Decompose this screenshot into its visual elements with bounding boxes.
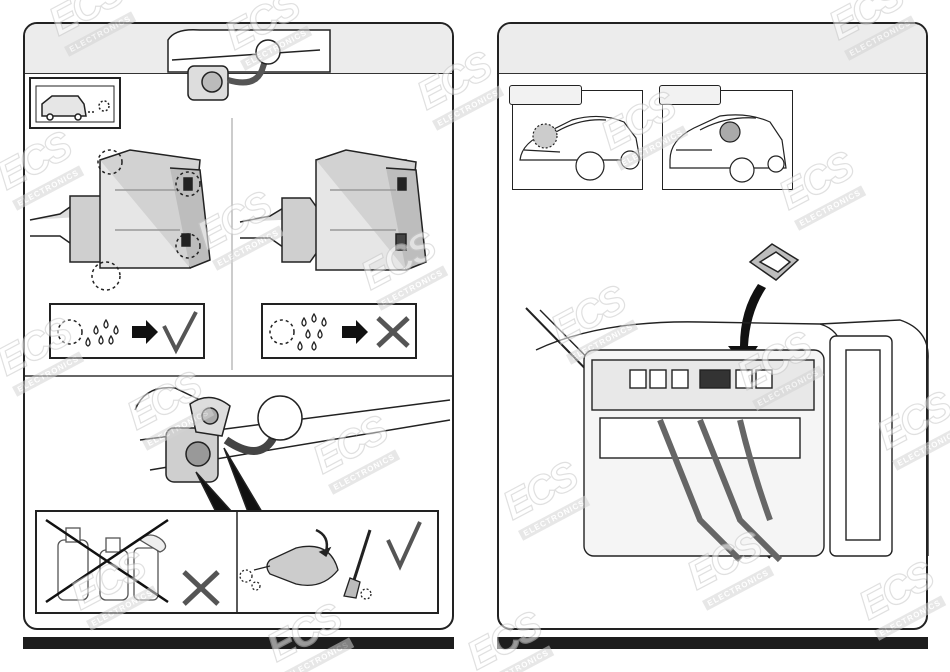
cross-mark-icon [376,316,410,348]
brush-icon [343,529,372,600]
vehicle-variant-1-tab [509,85,582,105]
fuse-box-engine-bay [525,307,929,563]
right-page-footer-bar [497,637,928,649]
vehicle-2-drawing [669,114,787,183]
vehicle-1-drawing [519,115,641,181]
air-blower-icon [239,528,339,591]
socket-drain-closed-drawing [239,149,427,271]
car-exhaust-icon [29,77,121,129]
cross-mark-icon [182,570,220,606]
right-arrow-icon [342,320,368,344]
water-drops-icon [297,312,327,351]
check-mark-icon [386,521,422,571]
check-mark-icon [162,311,198,355]
water-drops-icon [85,318,119,347]
socket-drain-open-drawing [29,149,211,291]
insert-arrow-icon [728,284,766,366]
right-arrow-icon [132,320,158,344]
fuse-relay-part [748,243,800,281]
vehicle-variant-2-tab [659,85,721,105]
